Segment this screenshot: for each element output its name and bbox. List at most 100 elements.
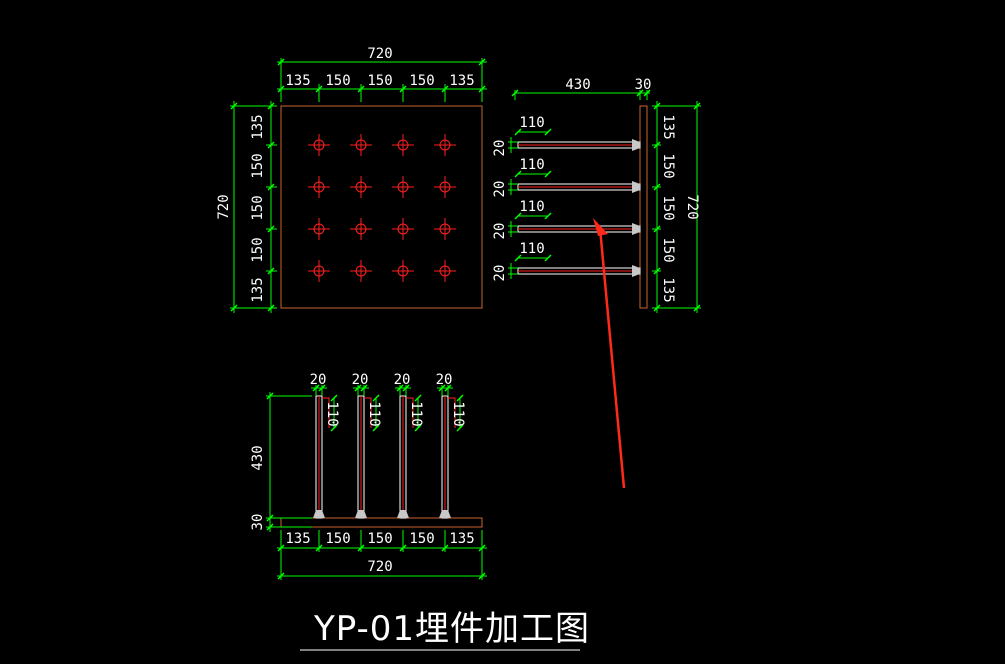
- bar-hook-tick: [544, 170, 552, 178]
- side-view: [508, 89, 701, 313]
- plan-left-tick: [267, 267, 275, 275]
- elev-hook-tick: [372, 424, 380, 432]
- elev-hook-dim-3: 110: [408, 401, 424, 426]
- side-anchor-bar: [508, 170, 641, 195]
- plan-top-tick: [277, 85, 285, 93]
- plan-top-tick: [315, 85, 323, 93]
- anchor-bar-symbol: [308, 218, 330, 240]
- side-right-tick: [653, 102, 661, 110]
- elev-hook-tick: [372, 394, 380, 402]
- side-anchor-bar: [508, 254, 641, 279]
- elev-plate: [280, 517, 483, 528]
- elev-top-dim-2: 20: [352, 372, 369, 388]
- elev-bottom-tick: [277, 544, 285, 552]
- side-bar-dim-4: 110: [519, 241, 544, 257]
- anchor-circle: [397, 265, 409, 277]
- elev-hook-tick: [456, 394, 464, 402]
- anchor-bar-symbol: [434, 176, 456, 198]
- anchor-circle: [313, 181, 325, 193]
- anchor-circle: [355, 265, 367, 277]
- elev-hook-tick: [456, 424, 464, 432]
- elev-bottom-dim-3: 150: [367, 531, 392, 547]
- anchor-circle: [355, 223, 367, 235]
- side-right-overall-tick: [693, 102, 701, 110]
- plan-top-dim-1: 135: [285, 73, 310, 89]
- side-right-overall-tick: [693, 304, 701, 312]
- elevation-view: [266, 384, 487, 580]
- elev-top-dim-3: 20: [394, 372, 411, 388]
- side-diameter-dim-2: 20: [492, 181, 508, 198]
- elev-anchor-bar: [395, 384, 422, 519]
- side-right-dim-5: 135: [660, 277, 676, 302]
- elev-hook-dim-4: 110: [450, 401, 466, 426]
- bar-hook-tick: [544, 128, 552, 136]
- side-bar-length-label: 430: [565, 77, 590, 93]
- side-right-tick: [653, 183, 661, 191]
- weld-mark: [632, 139, 640, 151]
- anchor-bar-symbol: [392, 218, 414, 240]
- bar-hook-tick: [514, 254, 522, 262]
- side-view-labels: 430 30 110 110 110 110 20 20 20 20 135 1…: [492, 77, 700, 303]
- side-diameter-dim-4: 20: [492, 265, 508, 282]
- elev-hook: [322, 397, 330, 428]
- elev-bottom-dim-2: 150: [325, 531, 350, 547]
- plan-overall-tick: [277, 58, 285, 66]
- plan-left-dim-1: 135: [250, 114, 266, 139]
- anchor-circle: [355, 181, 367, 193]
- plan-top-tick: [357, 85, 365, 93]
- plan-view-labels: 720 135 150 150 150 135 720 135 150 150 …: [216, 46, 475, 303]
- elev-hook: [448, 397, 456, 428]
- elev-weld-mark: [439, 510, 451, 518]
- annotation-arrow-shaft: [598, 227, 626, 489]
- plan-top-dim-2: 150: [325, 73, 350, 89]
- bar-hook-tick: [514, 212, 522, 220]
- side-top-tick: [643, 89, 651, 97]
- anchor-circle: [439, 265, 451, 277]
- elev-hook-tick: [330, 424, 338, 432]
- plan-left-dim-3: 150: [250, 195, 266, 220]
- plan-top-tick: [478, 85, 486, 93]
- plan-view: [230, 58, 487, 313]
- anchor-bar-symbol: [308, 176, 330, 198]
- anchor-circle: [313, 223, 325, 235]
- side-top-tick: [636, 89, 644, 97]
- annotation-layer: [300, 218, 626, 651]
- side-diameter-dim-3: 20: [492, 223, 508, 240]
- drawing-title: YP-01埋件加工图: [313, 609, 590, 649]
- elev-hook-tick: [414, 394, 422, 402]
- side-anchor-bar: [508, 212, 641, 237]
- anchor-bar-symbol: [392, 134, 414, 156]
- elev-hook-tick: [330, 394, 338, 402]
- elev-hook: [406, 397, 414, 428]
- anchor-circle: [313, 139, 325, 151]
- side-right-dim-2: 150: [660, 153, 676, 178]
- plate-outline: [280, 105, 483, 309]
- plan-left-dim-4: 150: [250, 237, 266, 262]
- anchor-bar-symbol: [434, 218, 456, 240]
- side-right-tick: [653, 304, 661, 312]
- anchor-bar-symbol: [308, 260, 330, 282]
- side-right-dim-4: 150: [660, 237, 676, 262]
- side-right-tick: [653, 141, 661, 149]
- plan-left-overall-tick: [230, 102, 238, 110]
- elev-bottom-tick: [441, 544, 449, 552]
- elev-bottom-tick: [478, 544, 486, 552]
- weld-mark: [632, 223, 640, 235]
- elev-overall-tick: [277, 572, 285, 580]
- anchor-circle: [397, 181, 409, 193]
- plan-left-tick: [267, 225, 275, 233]
- weld-mark: [632, 181, 640, 193]
- plan-left-dim-2: 150: [250, 153, 266, 178]
- anchor-circle: [313, 265, 325, 277]
- anchor-bar-symbol: [392, 176, 414, 198]
- elev-bottom-tick: [315, 544, 323, 552]
- elev-hook-dim-1: 110: [324, 401, 340, 426]
- plan-overall-tick: [478, 58, 486, 66]
- anchor-circle: [355, 139, 367, 151]
- elev-hook-tick: [414, 424, 422, 432]
- elev-weld-mark: [397, 510, 409, 518]
- side-plate-thickness-label: 30: [635, 77, 652, 93]
- bar-hook-tick: [544, 254, 552, 262]
- bar-hook-tick: [514, 128, 522, 136]
- bar-hook-tick: [544, 212, 552, 220]
